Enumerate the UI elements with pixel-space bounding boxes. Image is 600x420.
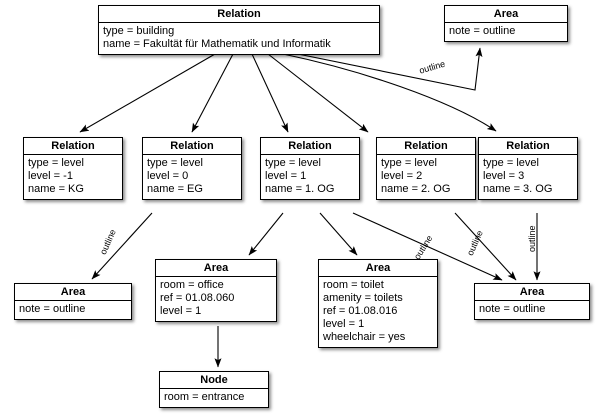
node-title: Area xyxy=(15,284,131,301)
node-level-eg[interactable]: Relation type = level level = 0 name = E… xyxy=(142,137,242,200)
node-level-1og[interactable]: Relation type = level level = 1 name = 1… xyxy=(260,137,360,200)
node-area-toilet[interactable]: Area room = toilet amenity = toilets ref… xyxy=(318,259,438,348)
node-title: Node xyxy=(160,372,268,389)
edge-label-outline: outline xyxy=(527,225,537,252)
node-attr: name = 3. OG xyxy=(483,183,553,195)
node-attr: room = entrance xyxy=(164,391,245,403)
node-title: Area xyxy=(156,260,276,277)
node-level-kg[interactable]: Relation type = level level = -1 name = … xyxy=(23,137,123,200)
node-title: Relation xyxy=(261,138,359,155)
node-attr: note = outline xyxy=(479,303,546,315)
node-body: type = building name = Fakultät für Math… xyxy=(99,23,379,54)
node-attr: name = EG xyxy=(147,183,203,195)
node-attr: room = toilet xyxy=(323,279,384,291)
edge-label-outline: outline xyxy=(418,58,447,76)
node-attr: level = 1 xyxy=(160,305,202,317)
node-title: Relation xyxy=(143,138,241,155)
node-attr: ref = 01.08.016 xyxy=(323,305,398,317)
node-area-office[interactable]: Area room = office ref = 01.08.060 level… xyxy=(155,259,277,322)
node-title: Area xyxy=(319,260,437,277)
node-attr: level = -1 xyxy=(28,170,73,182)
node-attr: level = 1 xyxy=(265,170,307,182)
node-area-top-right[interactable]: Area note = outline xyxy=(444,5,568,42)
node-level-2og[interactable]: Relation type = level level = 2 name = 2… xyxy=(376,137,476,200)
node-attr: type = level xyxy=(28,157,84,169)
node-attr: level = 0 xyxy=(147,170,189,182)
node-title: Relation xyxy=(377,138,475,155)
node-area-bottom-right[interactable]: Area note = outline xyxy=(474,283,590,320)
node-body: type = level level = 3 name = 3. OG xyxy=(479,155,577,199)
node-attr: level = 2 xyxy=(381,170,423,182)
node-entrance[interactable]: Node room = entrance xyxy=(159,371,269,408)
node-attr: type = building xyxy=(103,25,175,37)
node-title: Area xyxy=(445,6,567,23)
node-body: note = outline xyxy=(475,301,589,319)
node-attr: amenity = toilets xyxy=(323,292,403,304)
node-title: Area xyxy=(475,284,589,301)
node-body: note = outline xyxy=(15,301,131,319)
node-attr: type = level xyxy=(265,157,321,169)
node-attr: level = 1 xyxy=(323,318,365,330)
node-level-3og[interactable]: Relation type = level level = 3 name = 3… xyxy=(478,137,578,200)
edge-building-1og xyxy=(251,53,289,133)
node-title: Relation xyxy=(24,138,122,155)
node-body: type = level level = 2 name = 2. OG xyxy=(377,155,475,199)
node-body: type = level level = 1 name = 1. OG xyxy=(261,155,359,199)
node-body: type = level level = 0 name = EG xyxy=(143,155,241,199)
node-attr: name = 1. OG xyxy=(265,183,335,195)
edge-label-outline: outline xyxy=(465,228,485,258)
node-title: Relation xyxy=(479,138,577,155)
edge-1og-area-office xyxy=(248,212,284,256)
edge-building-2og xyxy=(267,53,369,133)
node-attr: wheelchair = yes xyxy=(323,331,406,343)
node-body: room = entrance xyxy=(160,389,268,407)
edge-building-3og xyxy=(282,53,497,132)
node-body: note = outline xyxy=(445,23,567,41)
node-building[interactable]: Relation type = building name = Fakultät… xyxy=(98,5,380,55)
node-body: type = level level = -1 name = KG xyxy=(24,155,122,199)
node-attr: type = level xyxy=(381,157,437,169)
node-attr: note = outline xyxy=(449,25,516,37)
node-body: room = office ref = 01.08.060 level = 1 xyxy=(156,277,276,321)
edge-building-eg xyxy=(191,53,234,133)
node-attr: ref = 01.08.060 xyxy=(160,292,235,304)
node-body: room = toilet amenity = toilets ref = 01… xyxy=(319,277,437,347)
node-attr: level = 3 xyxy=(483,170,525,182)
node-attr: room = office xyxy=(160,279,224,291)
node-attr: name = KG xyxy=(28,183,84,195)
node-attr: name = Fakultät für Mathematik und Infor… xyxy=(103,38,331,50)
node-attr: note = outline xyxy=(19,303,86,315)
edge-building-kg xyxy=(79,53,216,133)
node-attr: type = level xyxy=(147,157,203,169)
node-title: Relation xyxy=(99,6,379,23)
edge-label-outline: outline xyxy=(98,227,118,257)
edge-1og-area-toilet xyxy=(319,212,358,256)
edge-2og-area-bottom-right xyxy=(454,212,517,281)
node-area-bottom-left[interactable]: Area note = outline xyxy=(14,283,132,320)
node-attr: type = level xyxy=(483,157,539,169)
edge-label-outline: outline xyxy=(412,233,435,262)
node-attr: name = 2. OG xyxy=(381,183,451,195)
